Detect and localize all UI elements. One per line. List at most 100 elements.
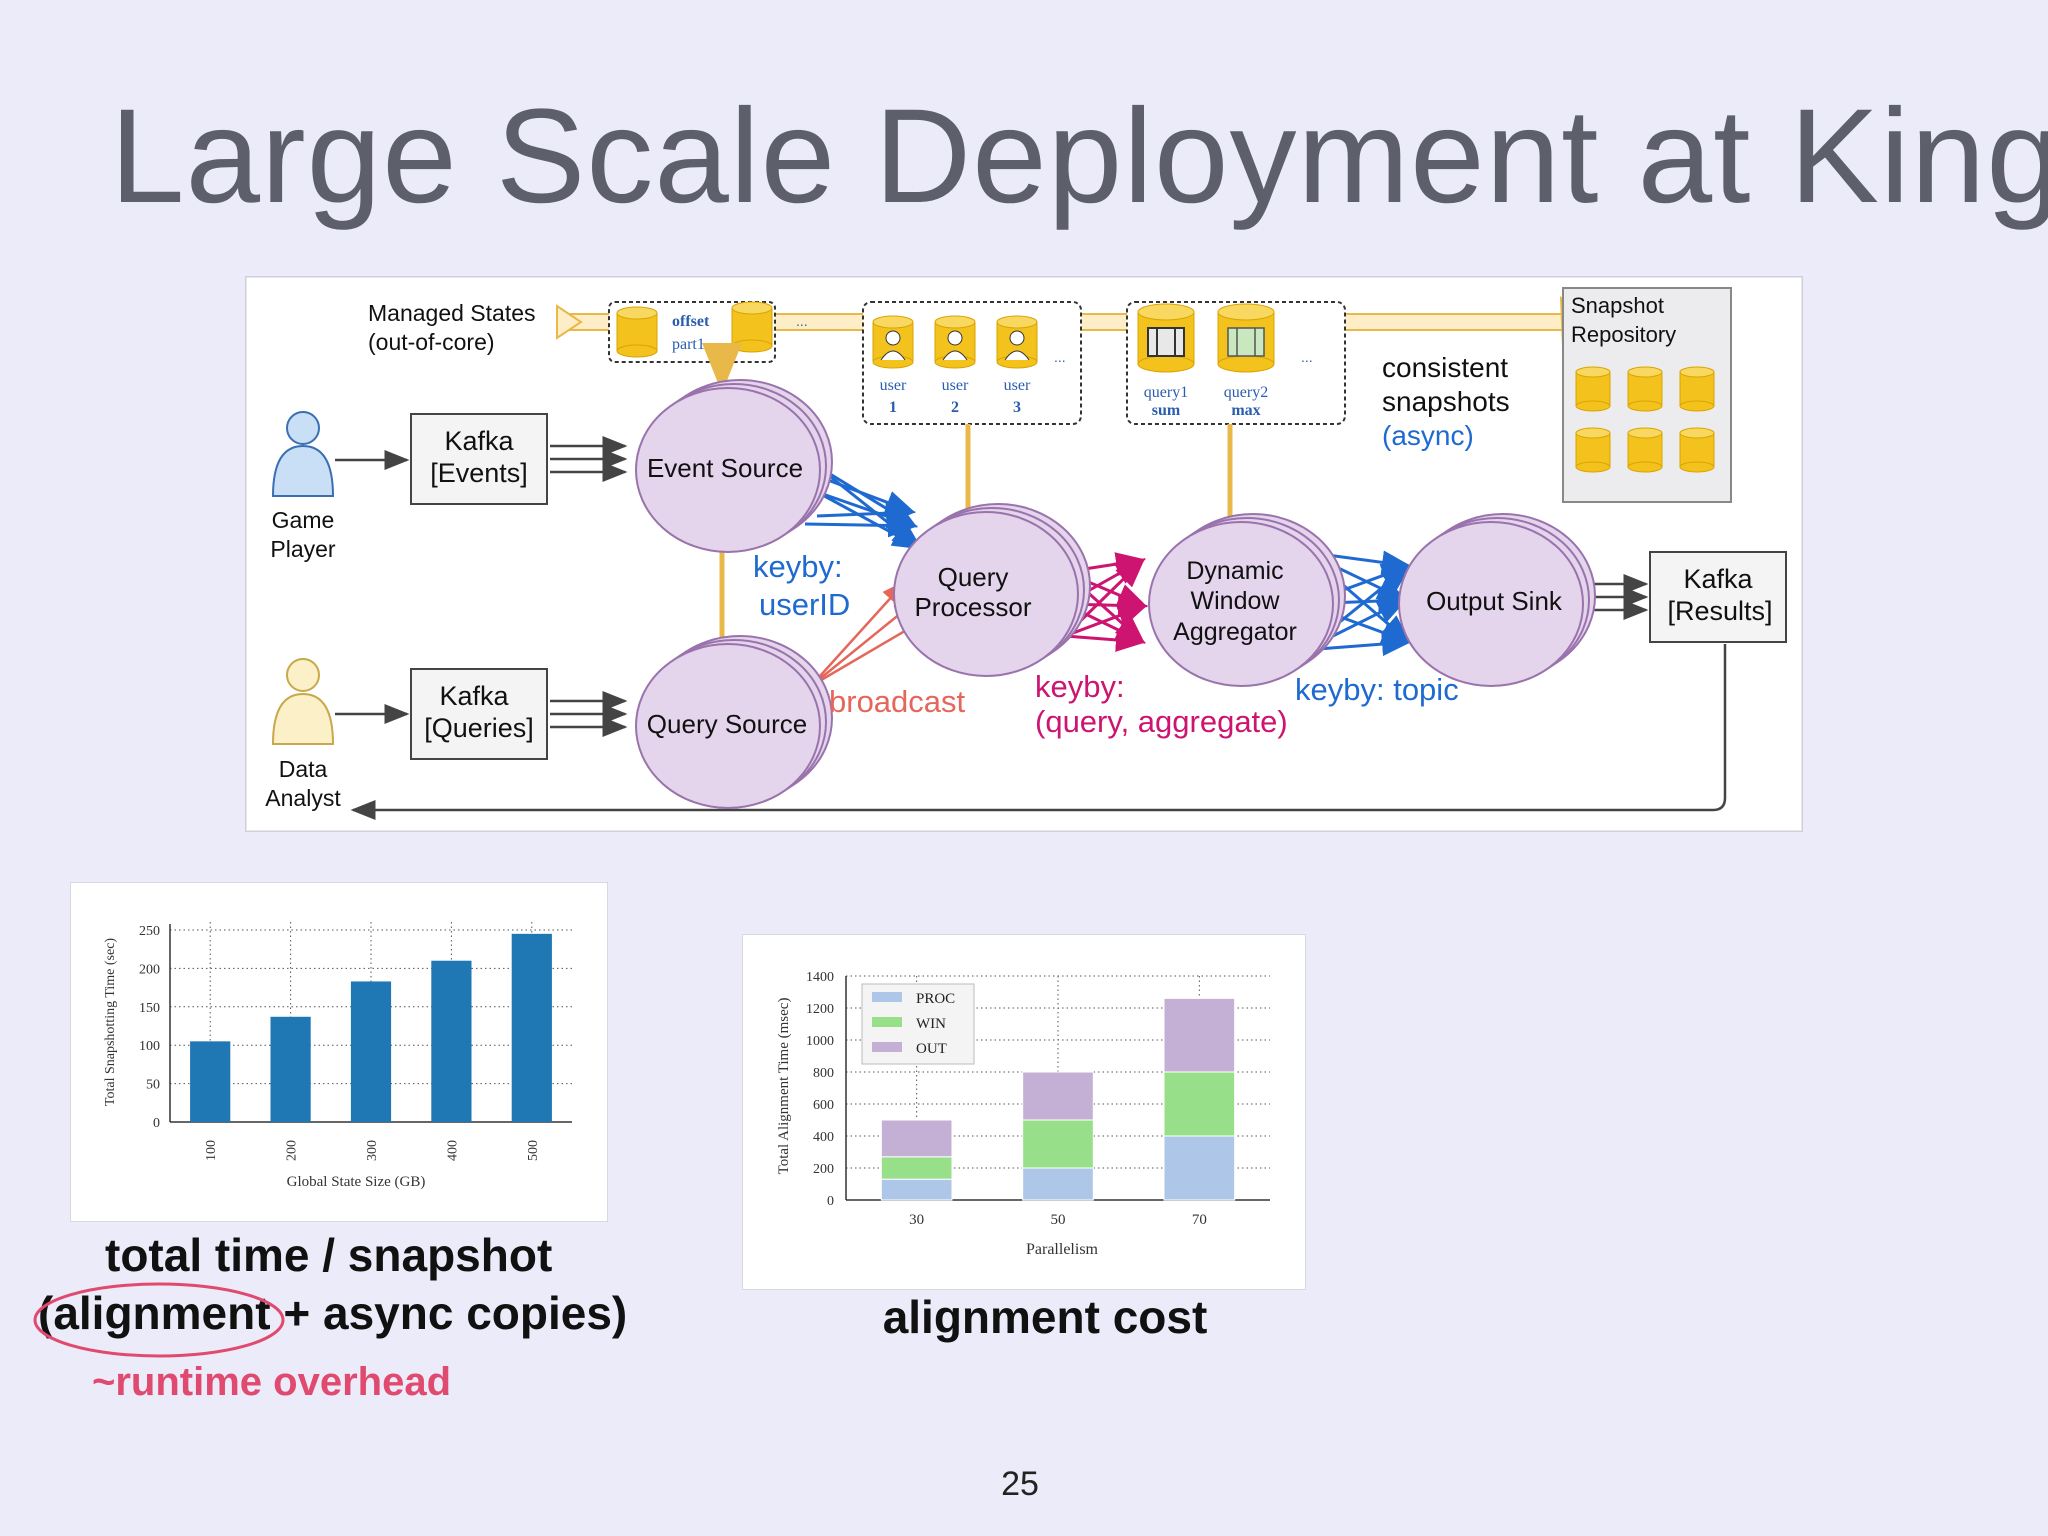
broadcast-label: broadcast	[829, 684, 966, 719]
query-source-node	[635, 635, 833, 809]
data-analyst-label-2: Analyst	[265, 785, 341, 811]
chart2-legend-swatch	[872, 1042, 902, 1052]
chart1-y-tick-label: 100	[139, 1039, 160, 1054]
query-processor-node	[893, 503, 1091, 677]
keyby-userid-edges	[804, 464, 923, 550]
user-state-icon	[872, 315, 914, 369]
kafka-queries-label: Kafka	[439, 681, 509, 711]
chart2-caption: alignment cost	[882, 1291, 1208, 1343]
chart2-legend-swatch	[872, 1017, 902, 1027]
chart2-y-tick-label: 800	[813, 1066, 834, 1081]
chart1-caption-line1: total time / snapshot	[105, 1229, 553, 1281]
more-states-ellipsis: ...	[796, 313, 808, 329]
chart2-y-tick-label: 0	[827, 1194, 834, 1209]
output-sink-label: Output Sink	[1426, 586, 1563, 616]
query-processor-label-2: Processor	[914, 592, 1031, 622]
chart2-legend-label: OUT	[916, 1041, 947, 1057]
keyby-topic-label: keyby: topic	[1295, 672, 1459, 707]
kafka-results-label: Kafka	[1683, 564, 1753, 594]
chart2-y-tick-label: 200	[813, 1162, 834, 1177]
kafka-queries-label-2: [Queries]	[424, 713, 534, 743]
kafka-events-box	[410, 413, 548, 505]
chart1-y-axis-label: Total Snapshotting Time (sec)	[103, 938, 118, 1107]
event-source-node	[635, 379, 833, 553]
async-label: (async)	[1382, 420, 1474, 451]
snapshot-database-icons	[1575, 366, 1715, 473]
chart2-bar-segment	[1163, 1135, 1236, 1201]
user-state-icon	[934, 315, 976, 369]
chart2-y-tick-label: 1200	[806, 1002, 834, 1017]
architecture-diagram: Managed States (out-of-core) offset part…	[245, 276, 1803, 832]
more-users-ellipsis: ...	[1054, 349, 1066, 365]
output-sink-node	[1398, 513, 1596, 687]
chart1-x-tick-label: 500	[526, 1140, 541, 1161]
user-state-icon	[996, 315, 1038, 369]
data-analyst-icon	[271, 658, 335, 745]
query2-sub-label: max	[1231, 402, 1260, 419]
database-icon	[616, 306, 658, 358]
chart1-caption-line2: (alignment + async copies)	[38, 1287, 628, 1339]
state-connectors	[702, 343, 1233, 646]
chart1-y-tick-label: 250	[139, 924, 160, 939]
data-analyst-label: Data	[279, 756, 328, 782]
dwa-label: Dynamic	[1186, 557, 1283, 585]
dynamic-window-aggregator-node	[1148, 513, 1346, 687]
keyby-query-aggregate-label-2: (query, aggregate)	[1035, 704, 1288, 739]
page-number: 25	[1001, 1465, 1039, 1503]
user-label: user	[942, 377, 969, 394]
chart1-y-tick-label: 150	[139, 1001, 160, 1016]
runtime-overhead-note: ~runtime overhead	[92, 1360, 452, 1404]
chart1-x-tick-label: 300	[365, 1140, 380, 1161]
chart2-legend-swatch	[872, 992, 902, 1002]
managed-states-label: Managed States	[368, 300, 536, 326]
chart2-bar-segment	[1163, 1071, 1236, 1137]
snapshot-repository-label: Snapshot	[1571, 293, 1664, 318]
user-label: user	[880, 377, 907, 394]
chart1-x-tick-label: 400	[445, 1140, 460, 1161]
query-max-state-icon	[1217, 303, 1275, 373]
dwa-label-3: Aggregator	[1173, 618, 1297, 646]
user-label: user	[1004, 377, 1031, 394]
keyby-userid-label-2: userID	[759, 587, 850, 622]
chart2-bar-segment	[880, 1178, 953, 1201]
chart2-y-tick-label: 1400	[806, 970, 834, 985]
chart1-x-tick-label: 200	[285, 1140, 300, 1161]
slide-title: Large Scale Deployment at King	[110, 82, 2048, 231]
chart1-y-tick-label: 0	[153, 1116, 160, 1131]
keyby-userid-label: keyby:	[753, 549, 843, 584]
chart1-bar	[431, 960, 472, 1122]
query-sum-state-icon	[1137, 303, 1195, 373]
chart2-y-tick-label: 400	[813, 1130, 834, 1145]
game-player-icon	[271, 411, 335, 497]
kafka-results-label-2: [Results]	[1667, 596, 1772, 626]
query1-label: query1	[1144, 384, 1188, 401]
chart2-y-axis-label: Total Alignment Time (msec)	[776, 998, 792, 1175]
chart1-bar	[270, 1016, 311, 1122]
chart1-bar	[350, 981, 392, 1122]
chart1-bar	[511, 933, 552, 1122]
chart2-bar-segment	[1022, 1119, 1094, 1169]
chart1-x-tick-label: 100	[204, 1140, 219, 1161]
chart2-bar-segment	[880, 1156, 953, 1180]
user-number: 2	[951, 399, 959, 416]
database-icon	[731, 301, 773, 353]
kafka-events-label: Kafka	[444, 426, 514, 456]
query1-sub-label: sum	[1152, 402, 1181, 419]
query-source-label: Query Source	[647, 709, 807, 739]
chart2-y-tick-label: 600	[813, 1098, 834, 1113]
chart2-x-tick-label: 70	[1192, 1212, 1207, 1228]
user-number: 1	[889, 399, 897, 416]
chart2-x-axis-label: Parallelism	[1026, 1241, 1099, 1258]
managed-states-sub: (out-of-core)	[368, 329, 495, 355]
consistent-snapshots-label-2: snapshots	[1382, 386, 1510, 417]
event-source-label: Event Source	[647, 453, 803, 483]
chart1-y-tick-label: 50	[146, 1078, 160, 1093]
kafka-queries-box	[410, 668, 548, 760]
consistent-snapshots-label: consistent	[1382, 352, 1508, 383]
more-queries-ellipsis: ...	[1301, 349, 1313, 365]
snapshot-repository-label-2: Repository	[1571, 322, 1676, 347]
query2-label: query2	[1224, 384, 1268, 401]
